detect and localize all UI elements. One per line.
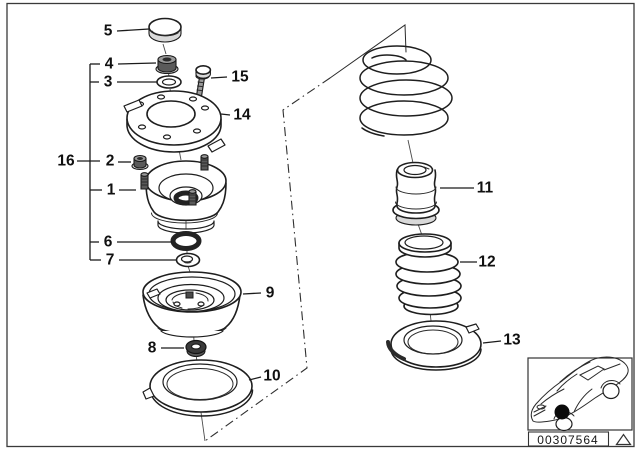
image-number: 00307564 bbox=[537, 433, 598, 447]
wheel-location-dot bbox=[554, 404, 570, 420]
part-lock-nut bbox=[155, 54, 179, 75]
part-support-ring bbox=[175, 252, 201, 268]
bearing-detail bbox=[171, 291, 209, 310]
callout-12: 12 bbox=[478, 254, 495, 271]
part-o-ring bbox=[170, 231, 202, 251]
right-assembly bbox=[359, 45, 482, 371]
callout-leader-4 bbox=[117, 62, 157, 65]
callout-1: 1 bbox=[107, 182, 116, 199]
callout-10: 10 bbox=[263, 368, 280, 385]
callout-7: 7 bbox=[106, 252, 115, 269]
callout-6: 6 bbox=[104, 234, 113, 251]
callout-15: 15 bbox=[231, 69, 249, 86]
part-hex-nut bbox=[131, 154, 149, 171]
plate-notch-right bbox=[207, 138, 226, 153]
car-side-icon bbox=[530, 356, 629, 432]
callout-leader-5 bbox=[116, 28, 150, 32]
seat-notch bbox=[146, 288, 161, 299]
callout-leader-14 bbox=[220, 113, 231, 116]
callout-5: 5 bbox=[104, 23, 113, 40]
part-spring-seat-bearing bbox=[142, 271, 242, 338]
callout-8: 8 bbox=[148, 340, 157, 357]
image-number-box bbox=[527, 431, 610, 447]
callout-leader-9 bbox=[242, 292, 262, 295]
callout-leader-13 bbox=[482, 340, 502, 344]
part-lower-spring-pad bbox=[386, 320, 482, 371]
part-washer bbox=[156, 75, 182, 89]
callout-leader-10 bbox=[248, 376, 262, 381]
part-dust-boot bbox=[395, 233, 462, 316]
part-bump-stop bbox=[392, 161, 440, 226]
part-bolt bbox=[195, 65, 212, 98]
part-spring-pad-ring bbox=[142, 359, 254, 417]
pad-tab bbox=[465, 323, 480, 334]
callout-16: 16 bbox=[57, 153, 75, 170]
callout-2: 2 bbox=[106, 153, 115, 170]
part-bearing-nut bbox=[185, 339, 207, 358]
car-inset: 00307564 bbox=[527, 356, 633, 447]
callout-3: 3 bbox=[104, 74, 113, 91]
left-assembly bbox=[123, 17, 254, 442]
part-dust-cap bbox=[148, 17, 182, 43]
callout-9: 9 bbox=[266, 285, 275, 302]
divider-line bbox=[204, 24, 407, 442]
mount-studs bbox=[140, 154, 209, 206]
callout-13: 13 bbox=[503, 332, 521, 349]
warning-triangle-icon bbox=[615, 433, 632, 446]
callout-14: 14 bbox=[233, 107, 251, 124]
coil-spring bbox=[359, 45, 453, 137]
callout-4: 4 bbox=[105, 56, 114, 73]
callout-leader-15 bbox=[210, 76, 228, 79]
ring-tab bbox=[142, 387, 155, 400]
part-strut-mount bbox=[140, 154, 227, 234]
callout-11: 11 bbox=[477, 180, 494, 197]
plate-notch-left bbox=[123, 99, 143, 113]
part-guide-support-plate bbox=[123, 90, 226, 153]
